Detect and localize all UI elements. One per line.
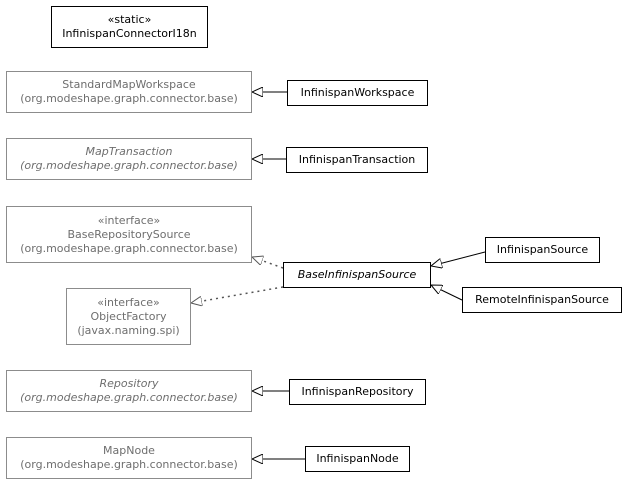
class-remote-infinispan-source[interactable]: RemoteInfinispanSource [462, 287, 622, 313]
inherits-base-infinispan-source-arrow-2 [431, 285, 463, 301]
class-name: BaseRepositorySource [67, 227, 191, 241]
class-infinispan-workspace[interactable]: InfinispanWorkspace [287, 80, 428, 106]
class-name: Repository [99, 377, 159, 390]
stereotype-label: «static» [107, 13, 152, 26]
class-name: BaseInfinispanSource [297, 268, 417, 281]
stereotype-label: «interface» [97, 295, 160, 309]
class-name: InfinispanWorkspace [300, 86, 415, 99]
class-name: MapTransaction [85, 145, 173, 158]
class-name: InfinispanNode [316, 452, 399, 465]
class-infinispan-repository[interactable]: InfinispanRepository [289, 379, 426, 405]
class-name: RemoteInfinispanSource [475, 293, 609, 306]
package-name: (org.modeshape.graph.connector.base) [20, 391, 238, 404]
class-name: MapNode [103, 444, 155, 457]
inherits-base-infinispan-source-arrow-1 [431, 251, 486, 266]
class-infinispan-connector-i18n[interactable]: «static» InfinispanConnectorI18n [51, 6, 208, 48]
class-base-repository-source[interactable]: «interface» BaseRepositorySource (org.mo… [6, 206, 252, 263]
class-base-infinispan-source[interactable]: BaseInfinispanSource [283, 262, 431, 288]
class-standard-map-workspace[interactable]: StandardMapWorkspace (org.modeshape.grap… [6, 71, 252, 113]
package-name: (org.modeshape.graph.connector.base) [20, 159, 238, 172]
class-name: ObjectFactory [90, 309, 167, 323]
package-name: (org.modeshape.graph.connector.base) [20, 92, 238, 105]
class-map-transaction[interactable]: MapTransaction (org.modeshape.graph.conn… [6, 138, 252, 180]
implements-object-factory-arrow [191, 286, 284, 303]
class-infinispan-source[interactable]: InfinispanSource [485, 237, 600, 263]
class-repository[interactable]: Repository (org.modeshape.graph.connecto… [6, 370, 252, 412]
class-object-factory[interactable]: «interface» ObjectFactory (javax.naming.… [66, 288, 191, 345]
implements-base-repository-source-arrow [252, 257, 284, 269]
class-infinispan-transaction[interactable]: InfinispanTransaction [286, 147, 428, 173]
class-name: InfinispanSource [496, 243, 589, 256]
class-map-node[interactable]: MapNode (org.modeshape.graph.connector.b… [6, 437, 252, 479]
class-name: InfinispanRepository [301, 385, 414, 398]
class-infinispan-node[interactable]: InfinispanNode [305, 446, 410, 472]
package-name: (javax.naming.spi) [77, 323, 180, 337]
package-name: (org.modeshape.graph.connector.base) [20, 241, 238, 255]
stereotype-label: «interface» [97, 213, 161, 227]
class-name: InfinispanTransaction [298, 153, 416, 166]
package-name: (org.modeshape.graph.connector.base) [20, 458, 238, 471]
class-name: InfinispanConnectorI18n [62, 27, 197, 40]
class-name: StandardMapWorkspace [62, 78, 196, 91]
